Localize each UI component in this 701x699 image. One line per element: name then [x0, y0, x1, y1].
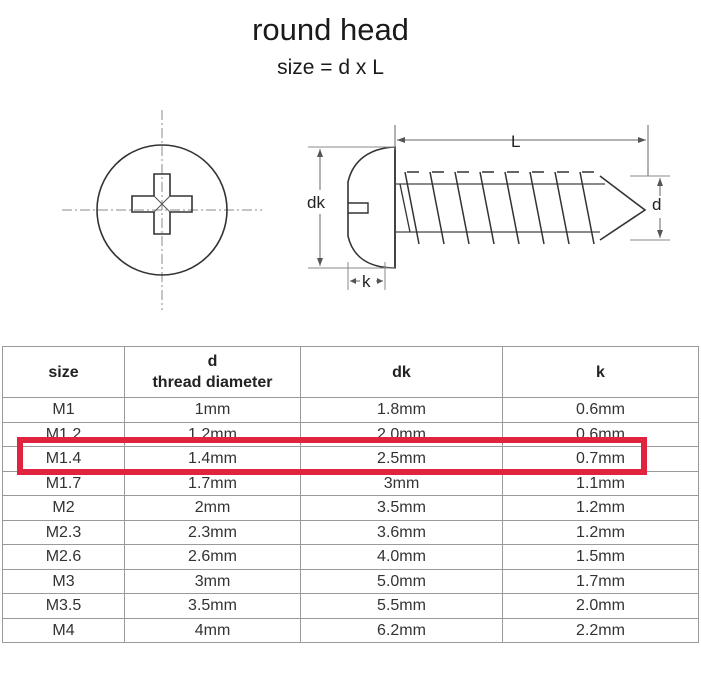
header-label: size [48, 363, 79, 381]
cell-size: M3 [2, 568, 125, 594]
cell-thread-diameter: 1mm [124, 397, 301, 423]
cell-k: 1.1mm [502, 470, 699, 496]
cell-size: M2.6 [2, 544, 125, 570]
cell-k: 1.2mm [502, 495, 699, 521]
cell-k: 0.6mm [502, 397, 699, 423]
dimension-L: L [394, 125, 649, 176]
label-dk: dk [307, 193, 325, 212]
cell-thread-diameter: 1.7mm [124, 470, 301, 496]
header-label: d [207, 353, 218, 370]
dimension-k: k [347, 262, 386, 291]
cell-dk: 2.0mm [300, 421, 503, 447]
cell-k: 2.2mm [502, 617, 699, 643]
header-thread-diameter: d thread diameter [124, 346, 301, 398]
cell-thread-diameter: 3mm [124, 568, 301, 594]
head-top-view [62, 110, 262, 310]
cell-k: 2.0mm [502, 593, 699, 619]
cell-thread-diameter: 1.4mm [124, 446, 301, 472]
cell-thread-diameter: 2.6mm [124, 544, 301, 570]
cell-dk: 1.8mm [300, 397, 503, 423]
header-dk: dk [300, 346, 503, 398]
cell-size: M4 [2, 617, 125, 643]
cell-k: 1.7mm [502, 568, 699, 594]
cell-thread-diameter: 2mm [124, 495, 301, 521]
dimension-d: d [630, 175, 671, 241]
cell-dk: 6.2mm [300, 617, 503, 643]
cell-thread-diameter: 3.5mm [124, 593, 301, 619]
cell-thread-diameter: 4mm [124, 617, 301, 643]
cell-dk: 5.0mm [300, 568, 503, 594]
cell-dk: 2.5mm [300, 446, 503, 472]
cell-size: M2.3 [2, 519, 125, 545]
header-label: k [596, 363, 605, 381]
cell-size: M1.2 [2, 421, 125, 447]
header-size: size [2, 346, 125, 398]
cell-thread-diameter: 2.3mm [124, 519, 301, 545]
label-d: d [652, 195, 661, 214]
header-label: dk [392, 363, 411, 381]
cell-size: M1.7 [2, 470, 125, 496]
cell-dk: 3mm [300, 470, 503, 496]
cell-size: M1.4 [2, 446, 125, 472]
table-header-row: size d thread diameter dk k [2, 346, 699, 398]
cell-dk: 3.5mm [300, 495, 503, 521]
label-k: k [362, 272, 371, 291]
header-sublabel: thread diameter [152, 374, 273, 391]
screw-drawing: L dk d k [62, 110, 671, 310]
cell-k: 1.2mm [502, 519, 699, 545]
cell-thread-diameter: 1.2mm [124, 421, 301, 447]
dimension-dk: dk [304, 146, 395, 269]
cell-size: M3.5 [2, 593, 125, 619]
cell-dk: 5.5mm [300, 593, 503, 619]
page-title: round head [252, 12, 409, 47]
screw-side-view [347, 146, 647, 269]
cell-dk: 3.6mm [300, 519, 503, 545]
cell-size: M2 [2, 495, 125, 521]
page-subtitle: size = d x L [277, 56, 384, 79]
cell-k: 0.6mm [502, 421, 699, 447]
label-L: L [511, 132, 520, 151]
cell-k: 0.7mm [502, 446, 699, 472]
cell-dk: 4.0mm [300, 544, 503, 570]
cell-size: M1 [2, 397, 125, 423]
header-k: k [502, 346, 699, 398]
cell-k: 1.5mm [502, 544, 699, 570]
